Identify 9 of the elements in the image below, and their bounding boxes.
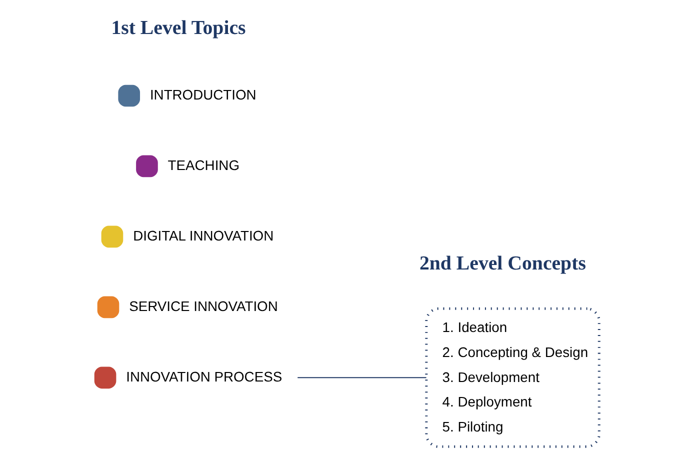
node-label: SERVICE INNOVATION — [128, 298, 278, 314]
label: 2nd Level Concepts — [418, 252, 586, 274]
connector — [296, 377, 426, 378]
node-label: INNOVATION PROCESS — [126, 368, 282, 384]
node-box: 1. Ideation 2. Concepting & Design 3. Development 4. Deployment 5. Piloting — [424, 307, 600, 448]
node-label: TEACHING — [167, 156, 240, 173]
label: 1st Level Topics — [110, 17, 246, 40]
node-label: DIGITAL INNOVATION — [132, 227, 274, 244]
node-label: INTRODUCTION — [149, 86, 256, 102]
